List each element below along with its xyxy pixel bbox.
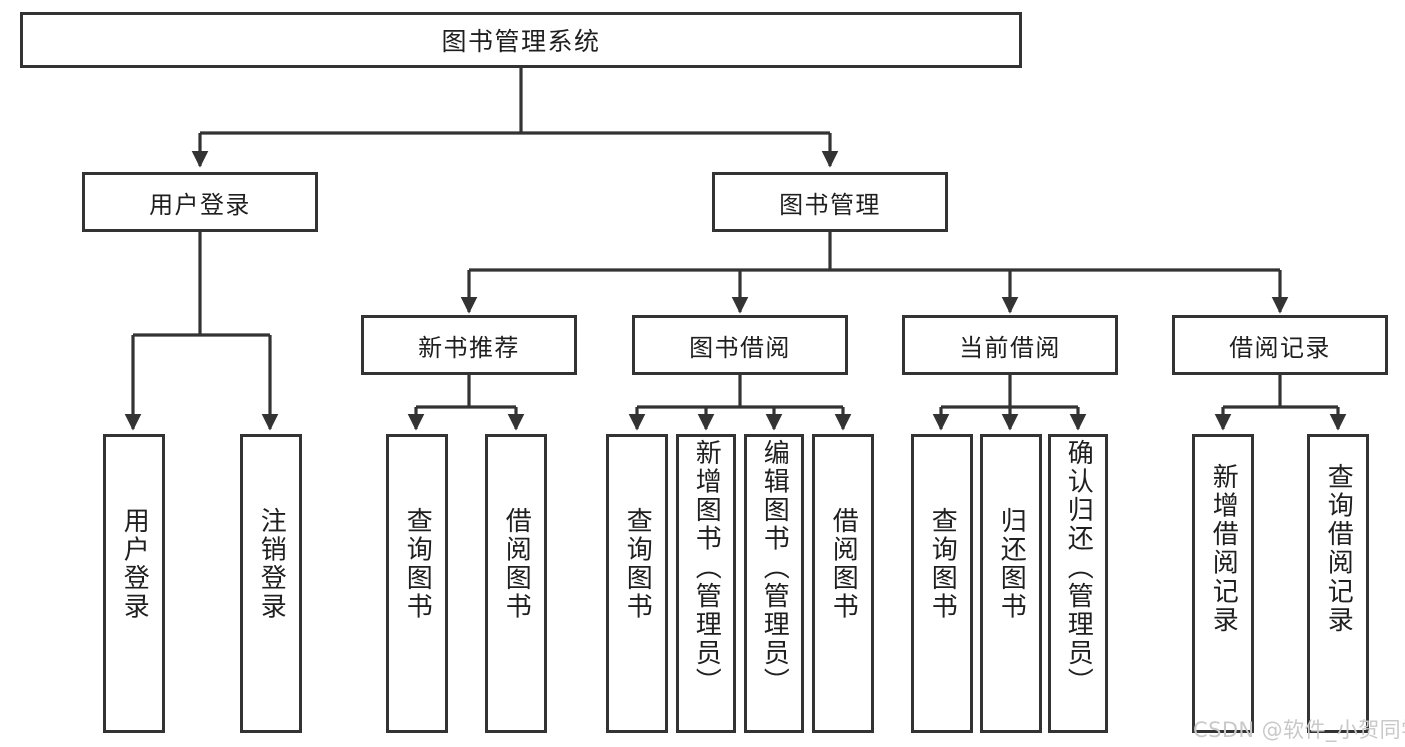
node-leaf-add-book-admin[interactable]: 新增图书（管理员） xyxy=(676,434,736,733)
node-borrow-record[interactable]: 借阅记录 xyxy=(1172,315,1388,375)
node-leaf-edit-book-admin[interactable]: 编辑图书（管理员） xyxy=(744,434,804,733)
node-label: 新书推荐 xyxy=(418,333,520,362)
node-label: 借阅图书 xyxy=(501,507,532,622)
node-root-system[interactable]: 图书管理系统 xyxy=(20,12,1022,68)
node-leaf-query-borrow-record[interactable]: 查询借阅记录 xyxy=(1307,434,1369,733)
node-label: 用户登录 xyxy=(149,190,251,219)
node-label: 图书管理 xyxy=(779,190,881,219)
node-leaf-borrow-book-new[interactable]: 借阅图书 xyxy=(485,434,547,733)
csdn-watermark: CSDN @软件_小贺同学 xyxy=(1193,718,1405,742)
node-label: 用户登录 xyxy=(119,507,150,622)
node-label: 编辑图书（管理员） xyxy=(759,439,790,697)
node-label: 图书借阅 xyxy=(689,333,791,362)
node-label: 借阅图书 xyxy=(828,507,859,622)
node-leaf-query-book[interactable]: 查询图书 xyxy=(606,434,668,733)
node-label: 借阅记录 xyxy=(1229,333,1331,362)
node-leaf-logout[interactable]: 注销登录 xyxy=(240,434,302,733)
node-leaf-query-book-current[interactable]: 查询图书 xyxy=(911,434,973,733)
node-leaf-return-book[interactable]: 归还图书 xyxy=(980,434,1042,733)
node-label: 确认归还（管理员） xyxy=(1063,439,1094,697)
node-leaf-add-borrow-record[interactable]: 新增借阅记录 xyxy=(1192,434,1254,733)
node-label: 查询图书 xyxy=(622,507,653,622)
node-book-borrow[interactable]: 图书借阅 xyxy=(632,315,848,375)
node-new-book-recommend[interactable]: 新书推荐 xyxy=(361,315,577,375)
node-label: 注销登录 xyxy=(256,507,287,622)
node-label: 新增借阅记录 xyxy=(1208,463,1239,635)
node-label: 归还图书 xyxy=(996,507,1027,622)
node-label: 查询图书 xyxy=(927,507,958,622)
node-label: 图书管理系统 xyxy=(441,27,601,56)
node-leaf-user-login[interactable]: 用户登录 xyxy=(103,434,165,733)
node-label: 查询借阅记录 xyxy=(1323,463,1354,635)
node-label: 当前借阅 xyxy=(959,333,1061,362)
node-label: 查询图书 xyxy=(402,507,433,622)
node-user-login[interactable]: 用户登录 xyxy=(82,172,318,232)
node-label: 新增图书（管理员） xyxy=(691,439,722,697)
node-leaf-confirm-return-admin[interactable]: 确认归还（管理员） xyxy=(1048,434,1108,733)
node-current-borrow[interactable]: 当前借阅 xyxy=(902,315,1118,375)
node-book-management[interactable]: 图书管理 xyxy=(712,172,948,232)
node-leaf-query-book-new[interactable]: 查询图书 xyxy=(386,434,448,733)
node-leaf-borrow-book[interactable]: 借阅图书 xyxy=(812,434,874,733)
